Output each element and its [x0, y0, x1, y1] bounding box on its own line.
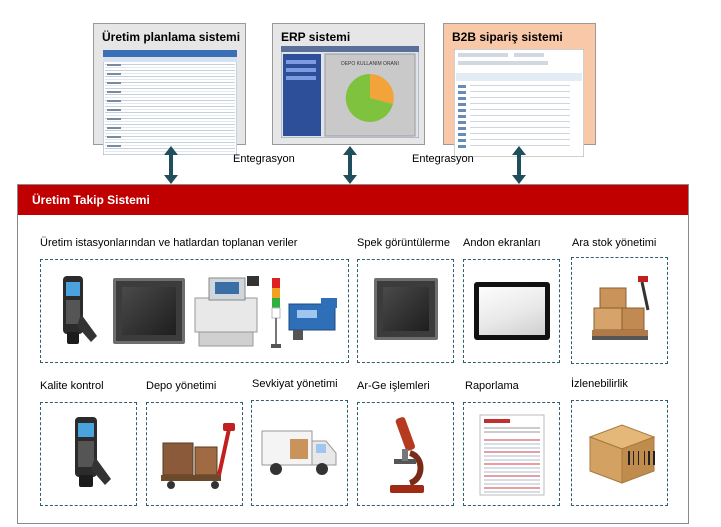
module-label-buffer-stock: Ara stok yönetimi	[572, 237, 657, 249]
planning-table-screenshot	[103, 50, 237, 155]
module-box-shipping	[251, 400, 348, 506]
handheld-scanner-icon	[75, 417, 111, 487]
integration-arrow-2	[343, 146, 357, 184]
b2b-box: B2B sipariş sistemi	[443, 23, 596, 157]
production-planning-title: Üretim planlama sistemi	[102, 30, 241, 44]
module-label-shipping: Sevkiyat yönetimi	[252, 378, 338, 390]
erp-chart-caption: DEPO KULLANIM ORANI	[341, 61, 399, 67]
integration-arrow-3	[512, 146, 526, 184]
module-box-rnd	[357, 402, 454, 506]
module-box-reporting	[463, 402, 560, 506]
integration-label-2: Entegrasyon	[412, 153, 474, 165]
microscope-icon	[390, 417, 424, 493]
barcode-reader-icon	[288, 298, 337, 340]
production-tracking-system: Üretim Takip Sistemi Üretim istasyonları…	[17, 184, 689, 524]
module-label-rnd: Ar-Ge işlemleri	[357, 380, 430, 392]
module-box-spec-view	[357, 259, 454, 363]
production-planning-box: Üretim planlama sistemi	[93, 23, 246, 155]
module-label-warehouse: Depo yönetimi	[146, 380, 217, 392]
integration-label-1: Entegrasyon	[233, 153, 295, 165]
pallet-truck-icon	[592, 276, 650, 340]
pallet-truck-icon	[161, 423, 235, 489]
handheld-scanner-icon	[63, 276, 97, 344]
erp-box: ERP sistemi DEPO KULLANIM ORANI	[272, 23, 425, 145]
b2b-screenshot	[454, 49, 584, 157]
barcode-box-icon	[588, 424, 656, 484]
module-box-quality	[40, 402, 137, 506]
module-box-andon	[463, 259, 560, 363]
integration-arrow-1	[164, 146, 178, 184]
module-label-reporting: Raporlama	[465, 380, 519, 392]
module-box-data-collection	[40, 259, 349, 363]
main-title: Üretim Takip Sistemi	[18, 185, 688, 215]
delivery-truck-icon	[261, 430, 337, 475]
report-document-icon	[479, 414, 545, 496]
module-label-traceability: İzlenebilirlik	[571, 378, 628, 390]
module-label-spec-view: Spek görüntülerme	[357, 237, 450, 249]
production-machine-icon	[194, 276, 259, 347]
panel-pc-icon	[113, 278, 185, 344]
module-box-traceability	[571, 400, 668, 506]
b2b-title: B2B sipariş sistemi	[452, 30, 563, 44]
andon-screen-icon	[474, 282, 550, 340]
module-label-data-collection: Üretim istasyonlarından ve hatlardan top…	[40, 237, 298, 249]
module-box-buffer-stock	[571, 257, 668, 364]
erp-title: ERP sistemi	[281, 30, 351, 44]
module-label-andon: Andon ekranları	[463, 237, 541, 249]
module-box-warehouse	[146, 402, 243, 506]
signal-tower-icon	[271, 278, 281, 348]
module-label-quality: Kalite kontrol	[40, 380, 104, 392]
panel-monitor-icon	[374, 278, 438, 340]
erp-screenshot: DEPO KULLANIM ORANI	[281, 46, 419, 138]
